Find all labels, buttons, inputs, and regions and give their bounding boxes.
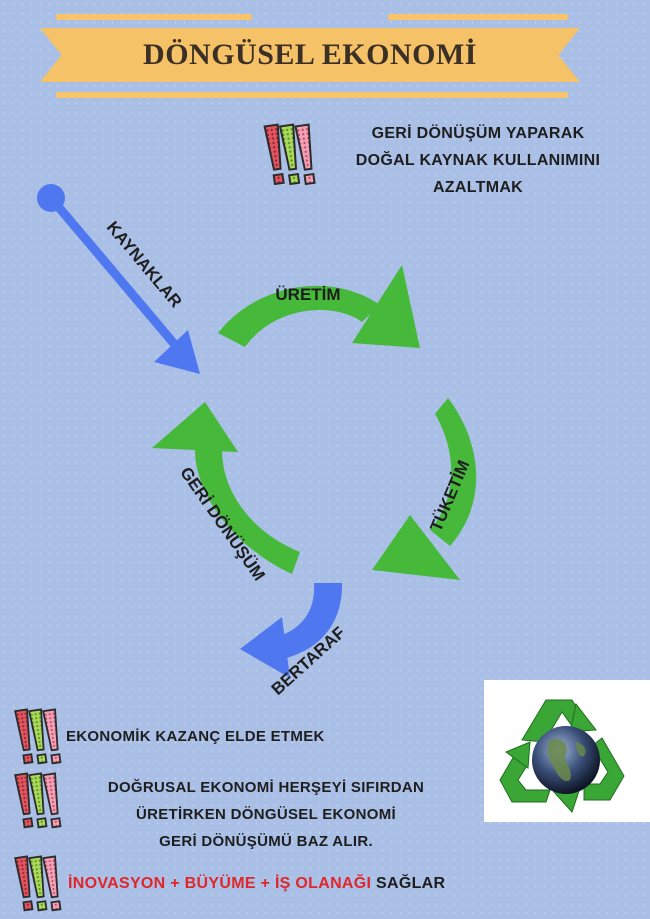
- bottom-note-3: İNOVASYON + BÜYÜME + İŞ OLANAĞI SAĞLAR: [68, 870, 445, 897]
- title-banner: DÖNGÜSEL EKONOMİ: [40, 28, 580, 82]
- banner-top-left-line: [56, 14, 252, 20]
- bottom-note-3-highlight-1: İNOVASYON + BÜYÜME +: [68, 875, 275, 892]
- production-arrow: [218, 265, 420, 348]
- recycle-globe-image: [484, 680, 650, 822]
- bottom-note-2-line-2: ÜRETİRKEN DÖNGÜSEL EKONOMİ: [135, 806, 397, 823]
- bottom-note-2-line-1: DOĞRUSAL EKONOMİ HERŞEYİ SIFIRDAN: [107, 779, 425, 796]
- bottom-note-3-tail: SAĞLAR: [371, 875, 446, 892]
- top-note: GERİ DÖNÜŞÜM YAPARAK DOĞAL KAYNAK KULLAN…: [328, 120, 628, 201]
- exclamation-icon: [14, 708, 64, 765]
- page-title: DÖNGÜSEL EKONOMİ: [143, 38, 477, 71]
- recycle-globe-icon: [499, 699, 625, 813]
- bottom-note-1-text: EKONOMİK KAZANÇ ELDE ETMEK: [66, 728, 325, 745]
- top-note-line-1: GERİ DÖNÜŞÜM YAPARAK: [371, 125, 585, 142]
- resources-arrow: [37, 184, 200, 374]
- label-production: ÜRETİM: [275, 285, 340, 304]
- bottom-note-2: DOĞRUSAL EKONOMİ HERŞEYİ SIFIRDAN ÜRETİR…: [62, 774, 470, 855]
- banner-bottom-line: [56, 92, 568, 98]
- bottom-note-1: EKONOMİK KAZANÇ ELDE ETMEK: [66, 723, 325, 750]
- bottom-note-3-highlight-2: İŞ OLANAĞI: [274, 875, 372, 892]
- banner-top-right-line: [388, 14, 568, 20]
- top-note-line-3: AZALTMAK: [432, 179, 524, 196]
- disposal-arrow: [240, 583, 343, 678]
- recycling-arrow: [152, 402, 300, 574]
- exclamation-icon: [14, 772, 64, 829]
- exclamation-icon: [14, 855, 64, 912]
- bottom-note-2-line-3: GERİ DÖNÜŞÜMÜ BAZ ALIR.: [159, 833, 373, 850]
- consumption-arrow: [372, 398, 477, 580]
- label-resources: KAYNAKLAR: [103, 218, 186, 311]
- top-note-line-2: DOĞAL KAYNAK KULLANIMINI: [355, 152, 601, 169]
